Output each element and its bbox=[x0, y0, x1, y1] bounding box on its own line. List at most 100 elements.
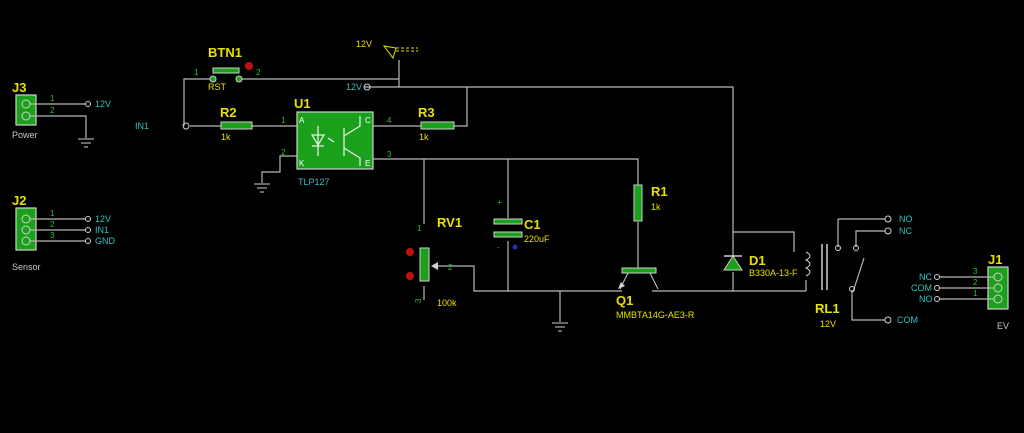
c1-plate-top bbox=[493, 218, 523, 225]
j2-pin1-label: 1 bbox=[50, 209, 55, 218]
relay-coil-icon bbox=[804, 251, 811, 277]
r2-body bbox=[220, 121, 253, 130]
j2-pin3-label: 3 bbox=[50, 231, 55, 240]
r3-ref: R3 bbox=[418, 105, 435, 120]
c1-plate-bottom bbox=[493, 231, 523, 238]
j1-net-no: NO bbox=[919, 294, 933, 304]
rv1-pin2-label: 2 bbox=[448, 263, 453, 272]
u1-value: TLP127 bbox=[298, 177, 330, 187]
d1-ref: D1 bbox=[749, 253, 766, 268]
j3-body bbox=[15, 94, 37, 126]
u1-pin1-label: 1 bbox=[281, 116, 286, 125]
r3-value: 1k bbox=[419, 132, 429, 142]
r2-ref: R2 bbox=[220, 105, 237, 120]
r1-value: 1k bbox=[651, 202, 661, 212]
probe-icon bbox=[245, 62, 253, 70]
j1-ref: J1 bbox=[988, 252, 1002, 267]
j3-net-label: 12V bbox=[95, 99, 111, 109]
j1-label: EV bbox=[997, 321, 1009, 331]
j2-pin-1 bbox=[21, 214, 31, 224]
u1-pin3-label: 3 bbox=[387, 150, 392, 159]
j1-net-nc: NC bbox=[919, 272, 932, 282]
rl1-net-no: NO bbox=[899, 214, 913, 224]
u1-pin-c: C bbox=[365, 116, 371, 125]
rl1-net-nc: NC bbox=[899, 226, 912, 236]
btn1-pin1-label: 1 bbox=[194, 68, 199, 77]
u1-ref: U1 bbox=[294, 96, 311, 111]
btn1-pin2-label: 2 bbox=[256, 68, 261, 77]
resistor-r2: R2 1k 1 bbox=[220, 105, 286, 142]
rv1-wiper-arrow-icon bbox=[431, 262, 438, 270]
j3-pin2-label: 2 bbox=[50, 106, 55, 115]
j1-pin-3 bbox=[993, 272, 1003, 282]
j1-pin1-label: 1 bbox=[973, 289, 978, 298]
ground-icon bbox=[254, 183, 270, 193]
j2-net-gnd: GND bbox=[95, 236, 116, 246]
u1-pin-e: E bbox=[365, 159, 370, 168]
potentiometer-rv1: RV1 1 2 3 100k bbox=[406, 215, 462, 308]
u1-pin4-label: 4 bbox=[387, 116, 392, 125]
j3-pin-2 bbox=[21, 111, 31, 121]
j1-pin3-label: 3 bbox=[973, 267, 978, 276]
resistor-r1: R1 1k bbox=[633, 184, 668, 222]
j1-net-com: COM bbox=[911, 283, 932, 293]
j2-net-12v: 12V bbox=[95, 214, 111, 224]
rv1-ref: RV1 bbox=[437, 215, 462, 230]
j1-pin-1 bbox=[993, 294, 1003, 304]
wires bbox=[183, 60, 885, 322]
ground-icon bbox=[552, 322, 568, 332]
r1-body bbox=[633, 184, 643, 222]
u1-body bbox=[296, 111, 374, 170]
rl1-net-com: COM bbox=[897, 315, 918, 325]
d1-value: B330A-13-F bbox=[749, 268, 798, 278]
vcc-mid-label: 12V bbox=[346, 82, 362, 92]
button-btn1: BTN1 1 2 RST bbox=[194, 45, 261, 92]
transistor-q1: Q1 MMBTA14G-AE3-R bbox=[616, 267, 695, 320]
j3-pin-1 bbox=[21, 99, 31, 109]
u1-pin2-label: 2 bbox=[281, 148, 286, 157]
in1-label: IN1 bbox=[135, 121, 149, 131]
led-icon bbox=[310, 126, 335, 156]
j1-pin2-label: 2 bbox=[973, 278, 978, 287]
j2-pin2-label: 2 bbox=[50, 220, 55, 229]
rl1-ref: RL1 bbox=[815, 301, 840, 316]
resistor-r3: R3 1k bbox=[418, 105, 455, 142]
c1-plus: + bbox=[497, 198, 502, 207]
connector-j2: J2 1 2 3 12V IN1 GND Sensor bbox=[12, 193, 116, 272]
btn1-actuator bbox=[212, 67, 240, 74]
relay-rl1: RL1 12V NO NC COM bbox=[804, 214, 918, 329]
j2-ref: J2 bbox=[12, 193, 26, 208]
j2-pin-2 bbox=[21, 225, 31, 235]
q1-value: MMBTA14G-AE3-R bbox=[616, 310, 695, 320]
r3-body bbox=[420, 121, 455, 130]
j3-label: Power bbox=[12, 130, 38, 140]
u1-pin-a: A bbox=[299, 116, 305, 125]
j2-net-in1: IN1 bbox=[95, 225, 109, 235]
j2-pin-3 bbox=[21, 236, 31, 246]
c1-value: 220uF bbox=[524, 234, 550, 244]
net-in1: IN1 bbox=[135, 121, 190, 131]
btn1-ref: BTN1 bbox=[208, 45, 242, 60]
rl1-value: 12V bbox=[820, 319, 836, 329]
r1-ref: R1 bbox=[651, 184, 668, 199]
q1-emitter-arrow-icon bbox=[618, 282, 625, 289]
j2-label: Sensor bbox=[12, 262, 41, 272]
diode-d1: D1 B330A-13-F bbox=[723, 253, 798, 278]
power-12v-mid: 12V bbox=[346, 82, 371, 92]
probe-icon bbox=[406, 248, 414, 256]
c1-polarity-dot bbox=[512, 244, 518, 250]
rv1-pin1-label: 1 bbox=[417, 224, 422, 233]
ground-icon bbox=[78, 138, 94, 148]
j1-pin-2 bbox=[993, 283, 1003, 293]
power-12v-top: 12V bbox=[356, 39, 418, 60]
q1-ref: Q1 bbox=[616, 293, 633, 308]
phototransistor-icon bbox=[343, 116, 361, 166]
connector-j3: J3 1 2 12V Power bbox=[12, 80, 111, 148]
rv1-pin3-label: 3 bbox=[414, 298, 423, 303]
r2-value: 1k bbox=[221, 132, 231, 142]
q1-base-bar bbox=[621, 267, 657, 274]
j3-ref: J3 bbox=[12, 80, 26, 95]
power-flag-icon bbox=[382, 45, 397, 60]
u1-pin-k: K bbox=[299, 159, 305, 168]
